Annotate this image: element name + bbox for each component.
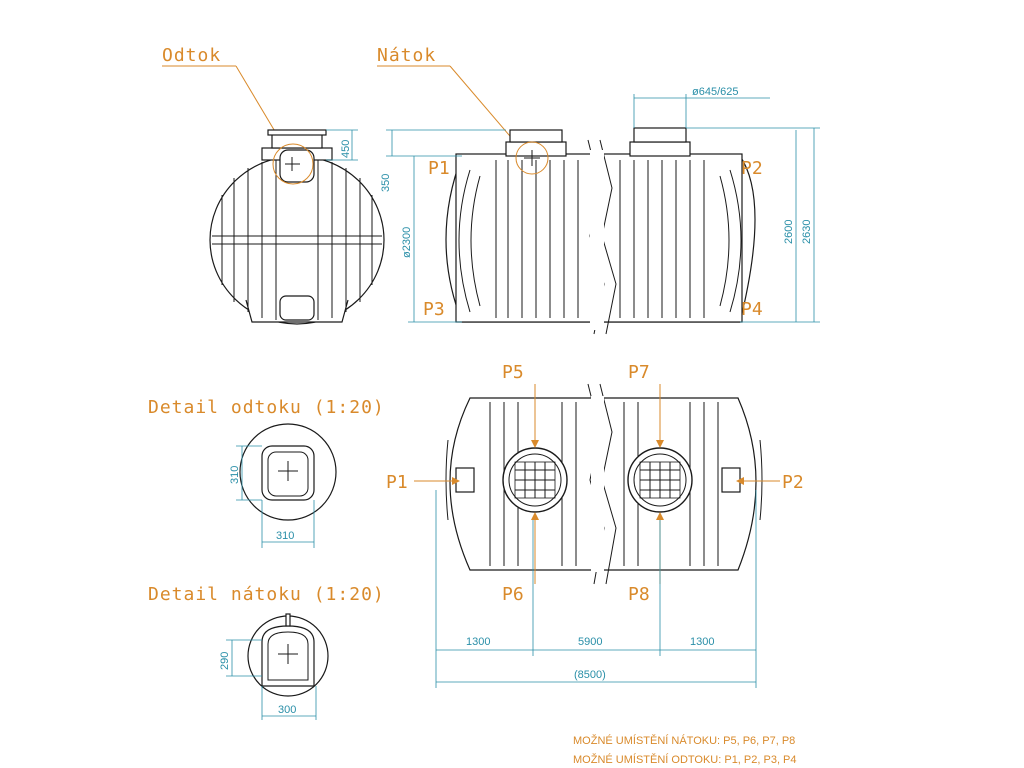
dim-odtok-width: 310: [276, 530, 294, 542]
label-p8: P8: [628, 584, 650, 605]
label-p4-side: P4: [741, 299, 763, 320]
outlet-pocket-bottom: [279, 295, 315, 321]
dim-350: 350: [380, 174, 392, 192]
note-natok-positions: MOŽNÉ UMÍSTĚNÍ NÁTOKU: P5, P6, P7, P8: [573, 734, 795, 747]
dome-right: [629, 141, 691, 157]
dim-2600: 2600: [783, 220, 795, 244]
label-p6: P6: [502, 584, 524, 605]
label-p3-side: P3: [423, 299, 445, 320]
label-p5: P5: [502, 362, 524, 383]
dim-1300-left: 1300: [466, 636, 490, 648]
label-detail-odtoku: Detail odtoku (1:20): [148, 397, 385, 418]
label-p1-side: P1: [428, 158, 450, 179]
detail-natoku: Detail nátoku (1:20) 290 300: [148, 584, 385, 720]
label-odtok: Odtok: [162, 45, 221, 66]
natok-highlight-circle: [515, 141, 549, 175]
label-natok: Nátok: [377, 45, 436, 66]
dim-8500: (8500): [574, 669, 606, 681]
outlet-pocket-p1: [455, 467, 475, 493]
dome-right-lid: [633, 127, 687, 143]
dim-natok-width: 300: [278, 704, 296, 716]
dim-natok-height: 290: [219, 652, 231, 670]
side-ribs: [495, 160, 705, 318]
dome-left: [505, 141, 567, 157]
dim-1300-right: 1300: [690, 636, 714, 648]
label-p7: P7: [628, 362, 650, 383]
dim-2300: ø2300: [401, 227, 413, 258]
dim-odtok-height: 310: [229, 466, 241, 484]
note-odtok-positions: MOŽNÉ UMÍSTĚNÍ ODTOKU: P1, P2, P3, P4: [573, 753, 797, 766]
tank-dome-collar: [271, 133, 323, 149]
manhole-right: [627, 447, 693, 513]
label-detail-natoku: Detail nátoku (1:20): [148, 584, 385, 605]
end-ribs: [212, 160, 382, 320]
label-p2-side: P2: [741, 158, 763, 179]
dim-645: ø645/625: [692, 86, 738, 98]
label-p2-top: P2: [782, 472, 804, 493]
dim-450: 450: [340, 140, 352, 158]
tank-dome-lid: [267, 129, 327, 136]
end-view: Odtok: [162, 45, 385, 325]
dim-5900: 5900: [578, 636, 602, 648]
side-view: Nátok: [377, 45, 820, 335]
label-p1-top: P1: [386, 472, 408, 493]
odtok-highlight-circle: [272, 143, 314, 185]
detail-odtoku: Detail odtoku (1:20) 310 310: [148, 397, 385, 548]
top-view: P1 P2 P5 P6 P7 P8 1300 5900 1300 (8500): [386, 362, 804, 688]
dome-left-lid: [509, 129, 563, 143]
outlet-pocket-top: [279, 149, 315, 183]
dim-2630: 2630: [801, 220, 813, 244]
manhole-left: [502, 447, 568, 513]
outlet-pocket-p2: [721, 467, 741, 493]
